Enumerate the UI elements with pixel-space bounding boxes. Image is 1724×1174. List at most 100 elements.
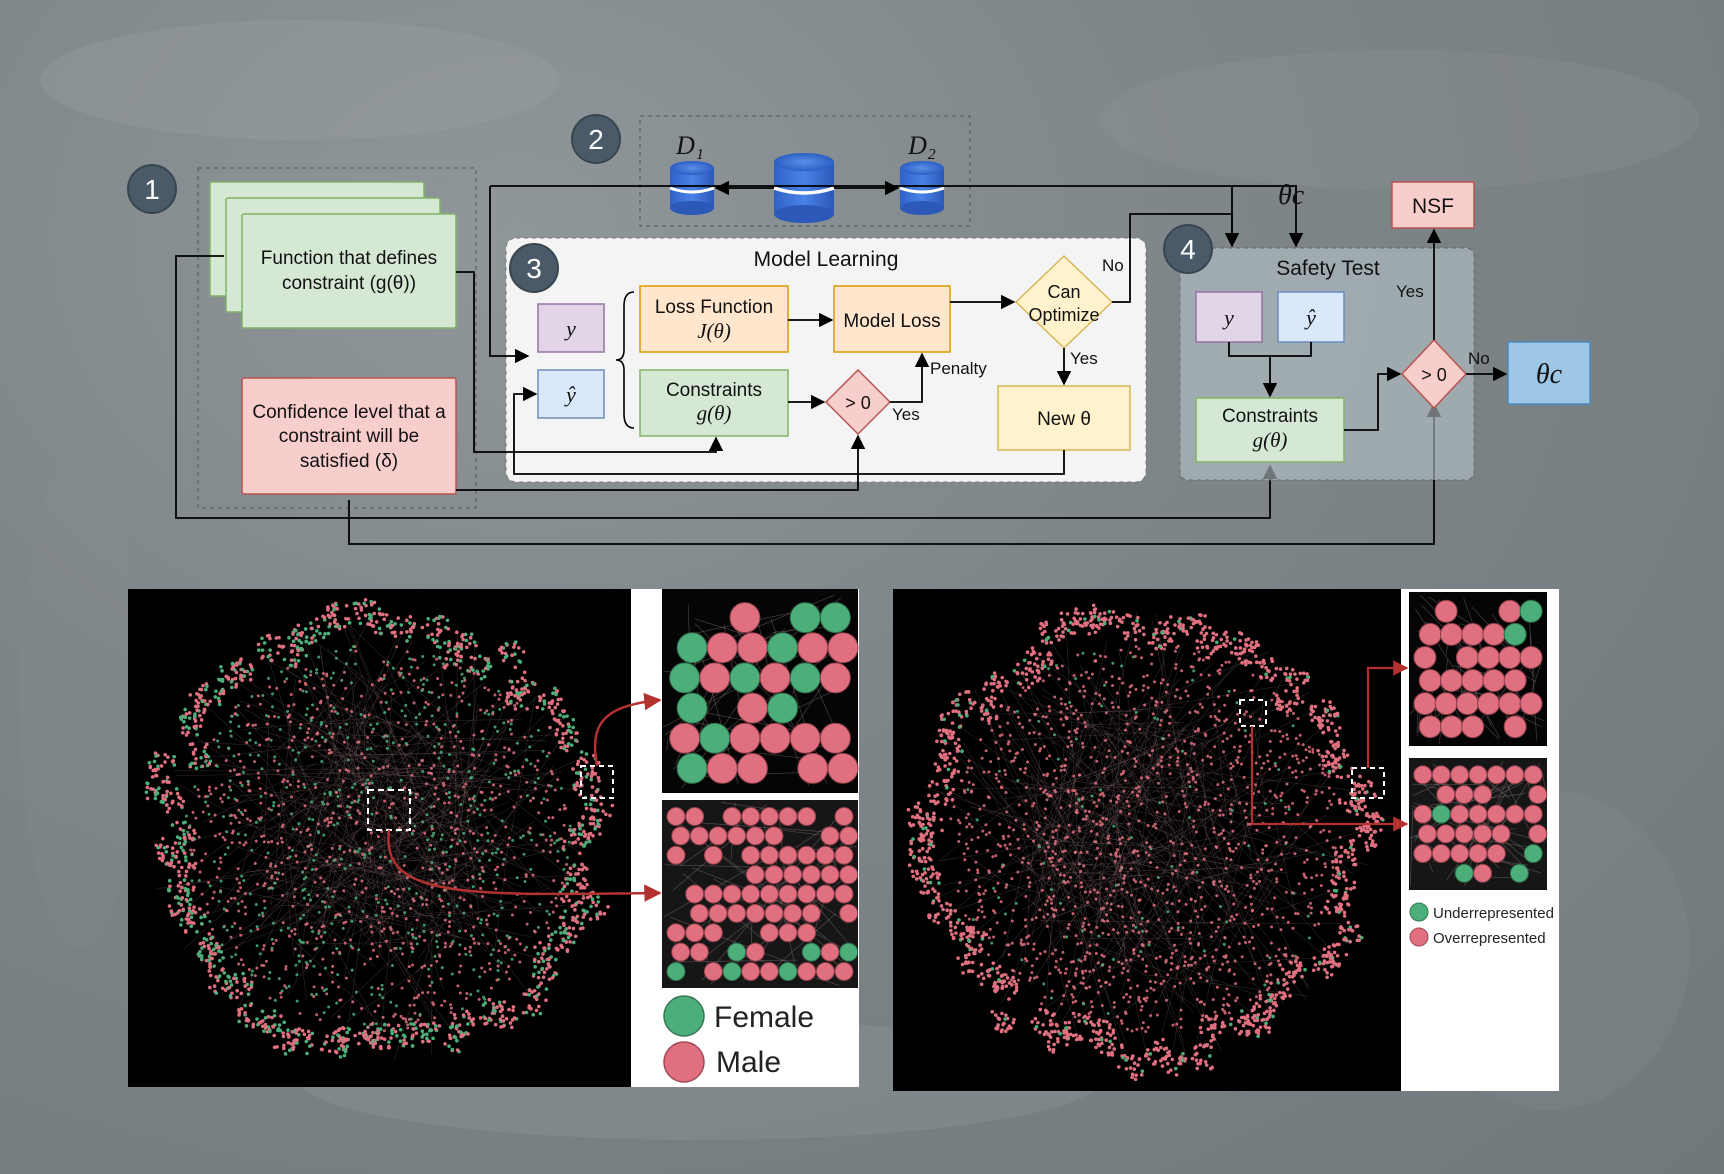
network-node (375, 897, 379, 901)
network-node (1166, 631, 1170, 635)
network-node (919, 824, 923, 828)
network-node (283, 984, 287, 988)
network-node (918, 875, 923, 880)
network-node (338, 847, 342, 851)
network-node (344, 768, 348, 772)
network-node (339, 1043, 344, 1048)
network-edge (381, 930, 434, 1018)
network-node (561, 732, 565, 736)
network-node (193, 785, 197, 789)
network-node (459, 802, 463, 806)
inset-node (689, 903, 709, 923)
network-node (1333, 742, 1338, 747)
network-node (496, 865, 500, 869)
network-node (316, 731, 320, 735)
network-node (261, 947, 265, 951)
network-node (273, 998, 277, 1002)
network-edge (386, 761, 412, 804)
network-edge (322, 767, 482, 834)
network-node (449, 1003, 453, 1007)
network-node (276, 769, 280, 773)
network-node (294, 854, 298, 858)
network-node (387, 1044, 391, 1049)
network-node (496, 847, 500, 851)
network-node (1240, 1009, 1244, 1013)
network-node (475, 807, 479, 811)
network-node (452, 770, 456, 774)
network-edge (320, 672, 357, 943)
network-edge (466, 843, 484, 861)
network-node (183, 886, 188, 891)
network-edge (420, 824, 464, 933)
network-node (979, 962, 984, 967)
network-node (518, 942, 522, 946)
network-node (288, 855, 292, 859)
network-node (1357, 938, 1361, 943)
network-node (315, 1013, 319, 1017)
network-node (440, 1003, 444, 1007)
network-node (965, 961, 970, 965)
network-node (423, 964, 427, 968)
network-edge (1114, 717, 1207, 741)
network-node (330, 1038, 335, 1043)
inset-node (797, 961, 817, 981)
network-node (462, 684, 466, 688)
network-node (568, 940, 572, 944)
network-node (1136, 1063, 1140, 1067)
network-node (337, 624, 342, 629)
network-node (608, 813, 612, 818)
network-node (559, 697, 563, 702)
network-node (266, 840, 270, 844)
network-node (1355, 924, 1360, 928)
network-node (553, 686, 557, 691)
network-node (969, 946, 974, 951)
network-node (213, 834, 217, 838)
network-edge (1115, 852, 1126, 899)
network-edge (324, 808, 424, 899)
network-node (207, 789, 211, 793)
network-node (161, 793, 165, 798)
network-node (453, 1035, 458, 1040)
inset-node (839, 942, 859, 962)
network-node (248, 731, 252, 735)
network-node (1165, 627, 1170, 631)
network-node (230, 955, 234, 959)
inset-node (671, 826, 691, 846)
network-node (984, 708, 989, 713)
network-node (369, 613, 373, 618)
network-node (451, 879, 455, 883)
network-edge (228, 735, 465, 858)
network-node (315, 937, 319, 941)
network-node (291, 904, 295, 908)
network-node (328, 731, 332, 735)
zoom-region-edge (580, 765, 614, 799)
network-edge (1153, 721, 1184, 908)
network-node (198, 941, 203, 946)
network-node (965, 713, 969, 718)
network-node (467, 703, 471, 707)
network-node (997, 757, 1001, 761)
network-node (936, 765, 941, 769)
network-node (156, 851, 161, 855)
network-node (1274, 702, 1279, 707)
network-node (425, 813, 429, 817)
network-node (1198, 1025, 1203, 1030)
network-node (936, 920, 941, 925)
network-node (1139, 1073, 1144, 1077)
network-node (1273, 673, 1278, 678)
network-node (414, 716, 418, 720)
network-edge (1056, 758, 1154, 911)
network-node (346, 736, 350, 740)
network-node (322, 1011, 326, 1015)
network-node (507, 748, 511, 752)
network-node (183, 715, 188, 720)
network-node (364, 1032, 368, 1037)
network-node (353, 799, 357, 803)
network-node (1256, 1013, 1260, 1017)
network-node (555, 702, 560, 706)
network-node (324, 1040, 328, 1044)
network-node (435, 627, 440, 632)
network-node (928, 880, 933, 885)
network-node (1139, 1008, 1143, 1012)
network-edge (1114, 818, 1319, 867)
